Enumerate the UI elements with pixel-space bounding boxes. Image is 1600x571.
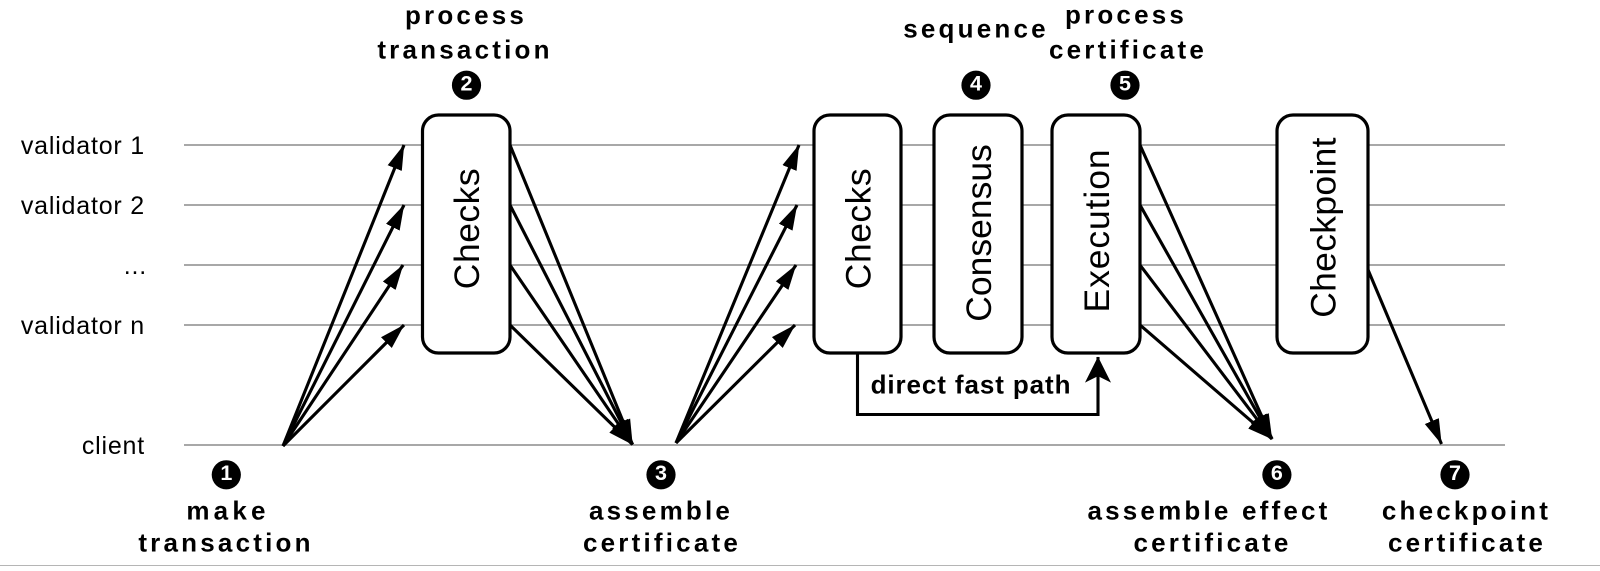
svg-text:Execution: Execution — [1077, 148, 1117, 312]
svg-text:validator 2: validator 2 — [21, 192, 145, 220]
svg-text:5: 5 — [1119, 72, 1131, 96]
svg-text:assemble: assemble — [589, 496, 733, 526]
svg-text:certificate: certificate — [1133, 528, 1291, 558]
svg-text:...: ... — [124, 252, 147, 280]
svg-text:make: make — [186, 496, 269, 526]
svg-text:3: 3 — [655, 461, 667, 485]
svg-text:direct fast path: direct fast path — [871, 370, 1072, 400]
svg-text:certificate: certificate — [583, 528, 741, 558]
svg-text:client: client — [82, 432, 145, 460]
svg-text:Checks: Checks — [839, 168, 879, 289]
svg-text:Checkpoint: Checkpoint — [1304, 137, 1344, 318]
svg-text:7: 7 — [1449, 461, 1461, 485]
svg-text:checkpoint: checkpoint — [1382, 496, 1551, 526]
svg-text:Consensus: Consensus — [959, 144, 999, 322]
svg-text:validator n: validator n — [21, 312, 145, 340]
svg-text:Checks: Checks — [447, 168, 487, 289]
svg-text:sequence: sequence — [903, 14, 1049, 44]
svg-text:certificate: certificate — [1049, 35, 1207, 65]
svg-text:4: 4 — [970, 72, 982, 96]
svg-text:assemble effect: assemble effect — [1087, 496, 1330, 526]
svg-text:validator 1: validator 1 — [21, 132, 145, 160]
svg-text:transaction: transaction — [377, 35, 552, 65]
svg-text:1: 1 — [220, 461, 232, 485]
svg-text:process: process — [1065, 0, 1187, 30]
svg-text:2: 2 — [461, 72, 473, 96]
svg-text:6: 6 — [1271, 461, 1283, 485]
svg-text:certificate: certificate — [1388, 528, 1546, 558]
svg-text:transaction: transaction — [138, 528, 313, 558]
svg-text:process: process — [405, 0, 527, 30]
